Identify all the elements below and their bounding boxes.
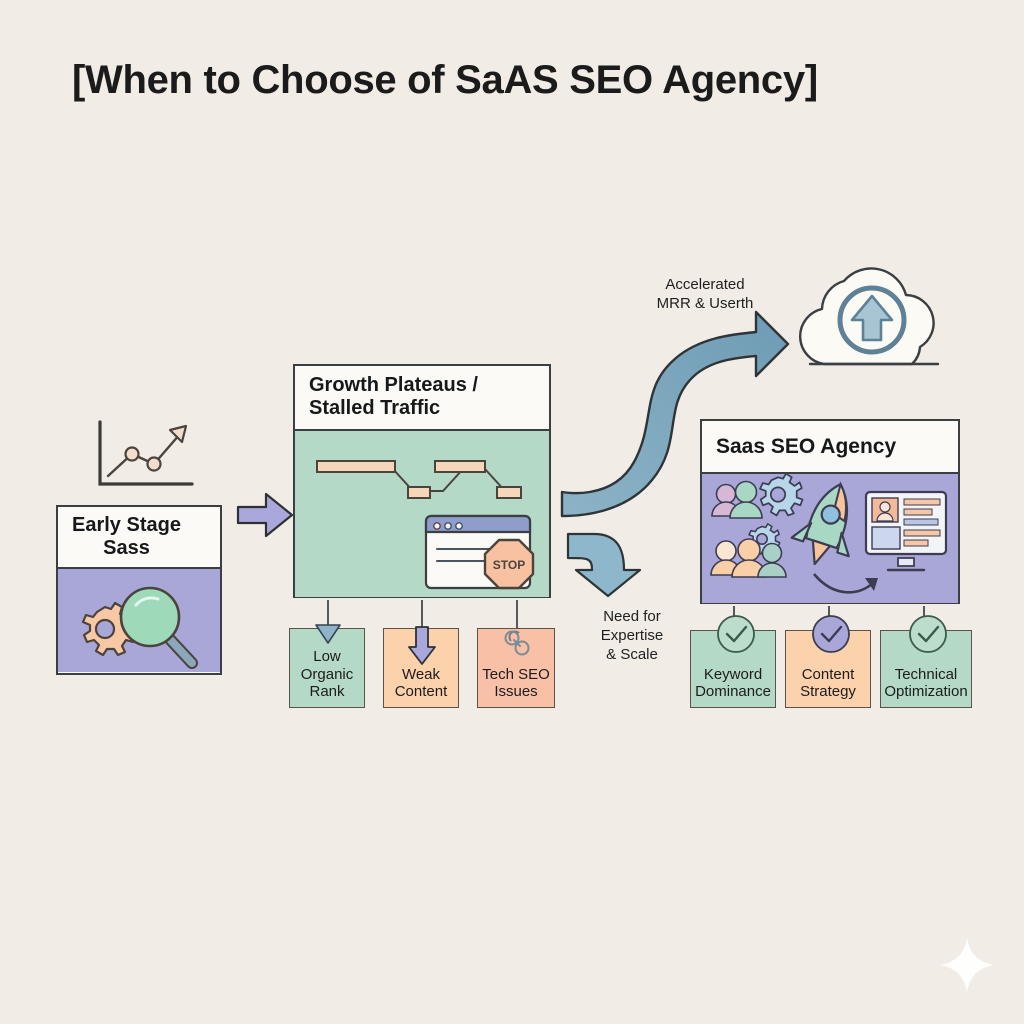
s-curve-arrow-icon [560, 292, 790, 522]
node-growth-plateau-title-line2: Stalled Traffic [309, 396, 441, 419]
cloud-upload-icon [790, 267, 955, 373]
page-title: [When to Choose of SaAS SEO Agency] [72, 58, 818, 102]
check-circle-icon [812, 615, 850, 653]
down-arrow-icon [408, 626, 436, 665]
problem-box-label: Low Organic Rank [299, 648, 356, 701]
node-saas-seo-agency-title-text: Saas SEO Agency [716, 434, 897, 458]
need-arrow-label-line1: Need for [603, 608, 661, 625]
node-growth-plateau[interactable]: Growth Plateaus / Stalled Traffic [293, 364, 551, 598]
team-people-icon [711, 480, 763, 519]
growth-arrow-label: Accelerated MRR & Userth [645, 276, 765, 314]
connector-stem [327, 600, 329, 630]
problem-box-tech-seo-issues[interactable]: Tech SEO Issues [477, 628, 555, 708]
outcome-box-content-strategy[interactable]: Content Strategy [785, 615, 871, 708]
rocket-icon [790, 481, 850, 566]
problem-box-weak-content[interactable]: Weak Content [383, 626, 459, 708]
outcome-box-technical-optimization[interactable]: Technical Optimization [880, 615, 972, 708]
magnifier-gear-illustration [81, 586, 198, 669]
node-growth-plateau-title: Growth Plateaus / Stalled Traffic [295, 366, 549, 431]
node-saas-seo-agency-body [702, 474, 958, 603]
outcome-box-label: Content Strategy [798, 666, 858, 701]
outcome-box-label: Keyword Dominance [693, 666, 773, 701]
curved-up-arrow-icon [566, 528, 656, 600]
broken-link-icon [504, 630, 530, 656]
problem-box-label: Tech SEO Issues [480, 666, 552, 701]
problem-box-label: Weak Content [393, 666, 450, 701]
growth-arrow-label-line1: Accelerated [665, 276, 745, 293]
right-block-arrow-icon [236, 489, 294, 541]
node-saas-seo-agency-title: Saas SEO Agency [702, 421, 958, 474]
sparkle-icon [938, 936, 996, 994]
node-growth-plateau-body: STOP [295, 431, 549, 597]
need-arrow-label-line2: Expertise [600, 626, 664, 644]
problem-label-line2: Content [394, 683, 448, 701]
node-early-stage-title-line2: Sass [103, 537, 150, 559]
outcome-label-line2: Dominance [695, 683, 771, 701]
check-circle-icon [717, 615, 755, 653]
need-arrow-label: Need for Expertise & Scale [582, 608, 682, 664]
node-early-stage-title: Early Stage Sass [58, 507, 220, 569]
node-early-stage-body [58, 569, 220, 672]
outcome-label-line1: Content [801, 665, 855, 683]
outcome-label-line2: Optimization [884, 683, 968, 701]
stop-sign-icon: STOP [483, 538, 535, 590]
team-people-icon [710, 538, 787, 578]
problem-label-line1: Low [313, 647, 341, 665]
outcome-box-keyword-dominance[interactable]: Keyword Dominance [690, 615, 776, 708]
problem-label-line3: Rank [309, 683, 345, 701]
monitor-dashboard-icon [864, 490, 948, 572]
connector-stem [516, 600, 518, 630]
growth-arrow-label-line2: MRR & Userth [656, 294, 754, 312]
problem-label-line2: Organic [300, 665, 354, 683]
node-saas-seo-agency[interactable]: Saas SEO Agency [700, 419, 960, 604]
need-arrow-label-line3: & Scale [606, 645, 658, 663]
outcome-label-line2: Strategy [800, 683, 856, 701]
node-early-stage-saas[interactable]: Early Stage Sass [56, 505, 222, 675]
node-early-stage-title-line1: Early Stage [72, 514, 181, 537]
outcome-box-label: Technical Optimization [882, 666, 969, 701]
node-growth-plateau-title-line1: Growth Plateaus / [309, 374, 478, 396]
problem-box-low-organic-rank[interactable]: Low Organic Rank [289, 624, 365, 708]
problem-label-line1: Weak [401, 665, 441, 683]
connector-stem [421, 600, 423, 630]
down-triangle-icon [315, 624, 341, 644]
svg-text:STOP: STOP [493, 558, 525, 572]
plateau-chart-icon [316, 460, 522, 499]
outcome-label-line1: Technical [894, 665, 958, 683]
growth-chart-icon [92, 418, 198, 498]
check-circle-icon [909, 615, 947, 653]
gear-icon [759, 474, 804, 517]
outcome-label-line1: Keyword [703, 665, 763, 683]
problem-label-line1: Tech SEO [482, 665, 550, 683]
problem-label-line2: Issues [494, 683, 538, 701]
curved-arrow-icon [813, 573, 878, 594]
